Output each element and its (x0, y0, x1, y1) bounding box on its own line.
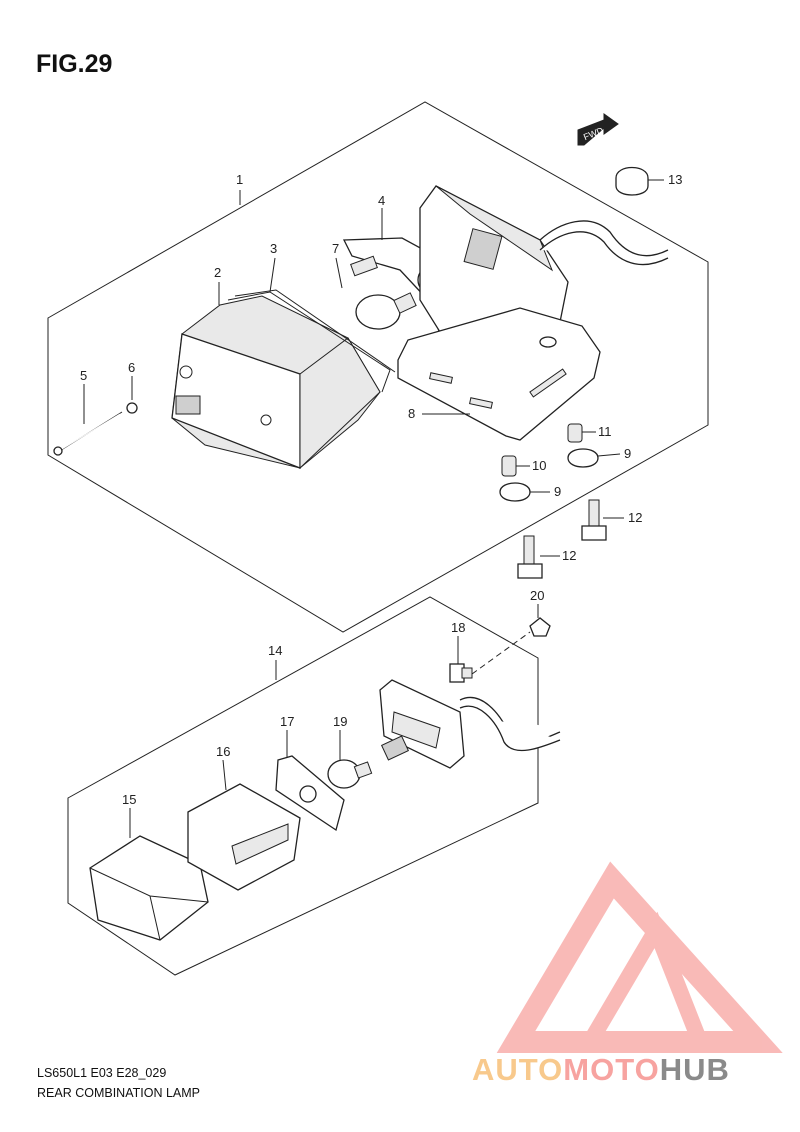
bolt-12a (581, 499, 607, 541)
fwd-arrow: FWD (577, 113, 619, 146)
callout-5: 5 (80, 368, 87, 383)
tail-lamp-lens (171, 289, 396, 470)
callout-7: 7 (332, 241, 339, 256)
figure-title: FIG.29 (36, 50, 113, 78)
automotohub-logo (496, 861, 783, 1053)
callout-14: 14 (268, 643, 282, 658)
collar-11 (567, 423, 583, 443)
callout-16: 16 (216, 744, 230, 759)
bulb-19 (327, 759, 373, 789)
assembly-14-outline (67, 596, 539, 976)
grommet-9b (567, 448, 599, 468)
callout-18: 18 (451, 620, 465, 635)
bracket-8 (397, 307, 601, 441)
callout-12b: 12 (562, 548, 576, 563)
grommet-9a (499, 482, 531, 502)
figure-name: REAR COMBINATION LAMP (37, 1086, 200, 1100)
callout-4: 4 (378, 193, 385, 208)
callout-11: 11 (598, 424, 612, 439)
callout-17: 17 (280, 714, 294, 729)
callout-10: 10 (532, 458, 546, 473)
socket-housing (379, 679, 561, 769)
screw-18 (449, 663, 473, 683)
callout-13: 13 (668, 172, 682, 187)
collar-10 (501, 455, 517, 477)
callout-15: 15 (122, 792, 136, 807)
watermark-part-1: AUTO (472, 1052, 564, 1087)
bolt-12b (517, 535, 543, 579)
figure-code: LS650L1 E03 E28_029 (37, 1066, 167, 1080)
watermark-part-3: HUB (659, 1052, 730, 1087)
callout-20: 20 (530, 588, 544, 603)
lamp-housing (419, 185, 669, 363)
housing-16 (187, 783, 301, 891)
callout-6: 6 (128, 360, 135, 375)
bulb-7 (355, 292, 417, 330)
leader-lines (83, 179, 664, 838)
figure-footer: LS650L1 E03 E28_029 REAR COMBINATION LAM… (37, 1063, 200, 1103)
nut-20 (529, 617, 551, 637)
callout-9b: 9 (624, 446, 631, 461)
watermark-part-2: MOTO (563, 1052, 660, 1087)
callout-1: 1 (236, 172, 243, 187)
assembly-1-outline (47, 101, 709, 633)
callout-19: 19 (333, 714, 347, 729)
callout-8: 8 (408, 406, 415, 421)
callout-3: 3 (270, 241, 277, 256)
watermark-text: AUTOMOTOHUB (472, 1052, 730, 1088)
grommet-13 (615, 166, 649, 196)
washer-6 (126, 402, 138, 414)
callout-2: 2 (214, 265, 221, 280)
callout-9a: 9 (554, 484, 561, 499)
screw-5 (53, 411, 123, 456)
callout-12a: 12 (628, 510, 642, 525)
